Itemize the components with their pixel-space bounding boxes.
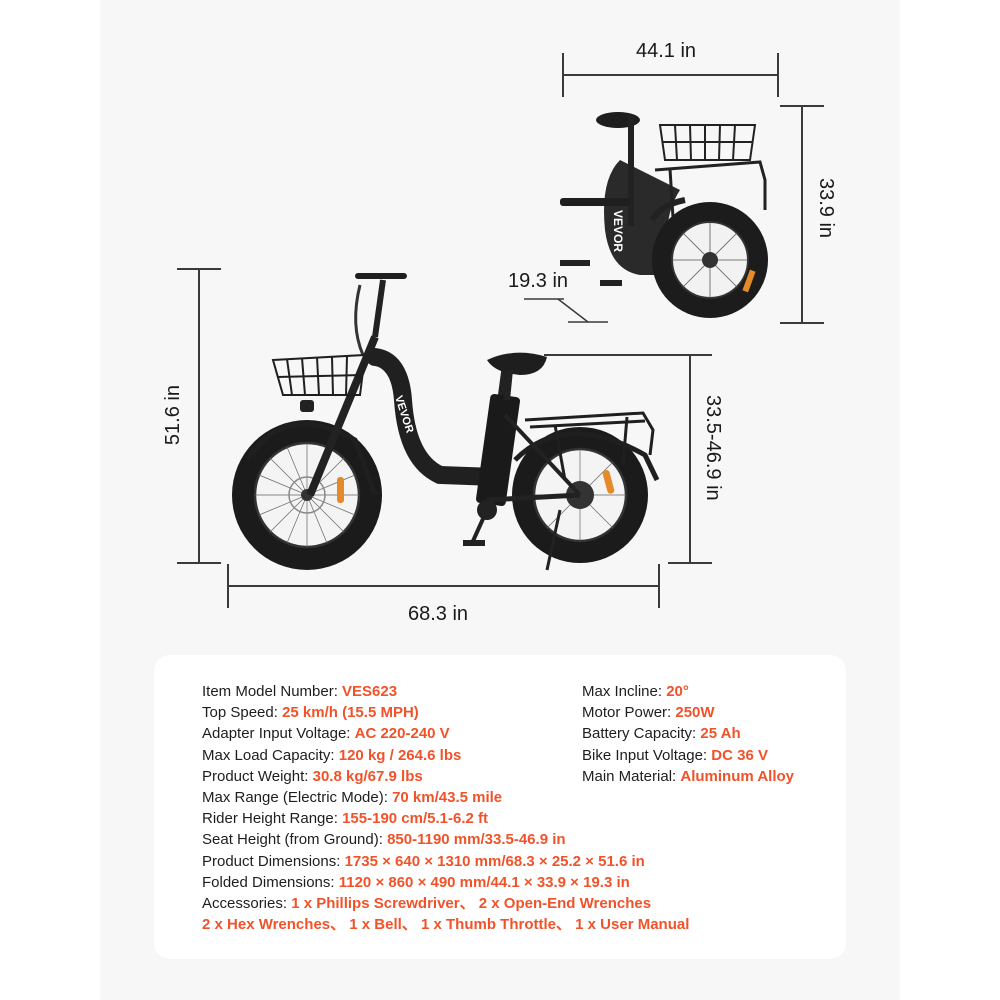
overall-length-line [227, 585, 659, 587]
spec-key: Rider Height Range: [202, 810, 343, 828]
seat-height-tick-bottom [668, 562, 712, 564]
spec-row-motor-power: Motor Power: 250W [582, 702, 842, 723]
folded-bike-image: VEVOR [560, 112, 768, 318]
spec-key: Product Dimensions: [202, 852, 345, 870]
spec-row-folded-dimensions: Folded Dimensions: 1120 × 860 × 490 mm/4… [202, 872, 722, 893]
spec-row-adapter-voltage: Adapter Input Voltage: AC 220-240 V [202, 723, 722, 744]
spec-row-seat-height: Seat Height (from Ground): 850-1190 mm/3… [202, 829, 722, 850]
spec-key: Seat Height (from Ground): [202, 831, 388, 849]
folded-width-indicator [524, 298, 608, 323]
seat-height-label: 33.5-46.9 in [702, 395, 724, 501]
seat-height-tick-top [544, 354, 712, 356]
folded-height-tick-top [780, 105, 824, 107]
spec-key: Accessories: [202, 895, 292, 913]
spec-row-max-load: Max Load Capacity: 120 kg / 264.6 lbs [202, 745, 722, 766]
spec-row-max-incline: Max Incline: 20° [582, 681, 842, 702]
overall-height-label: 51.6 in [162, 385, 184, 446]
spec-value: 70 km/43.5 mile [392, 789, 503, 807]
spec-key: Battery Capacity: [582, 725, 701, 743]
spec-value: AC 220-240 V [354, 725, 450, 743]
spec-key: Bike Input Voltage: [582, 746, 712, 764]
spec-row-max-range: Max Range (Electric Mode): 70 km/43.5 mi… [202, 787, 722, 808]
folded-height-line [801, 105, 803, 323]
ebike-side-view-image: VEVOR [232, 273, 660, 571]
spec-row-bike-voltage: Bike Input Voltage: DC 36 V [582, 745, 842, 766]
spec-row-accessories: Accessories: 1 x Phillips Screwdriver、 2… [202, 893, 722, 914]
folded-length-tick-right [777, 53, 779, 97]
overall-height-line [198, 268, 200, 563]
spec-key: Adapter Input Voltage: [202, 725, 355, 743]
folded-length-tick-left [562, 53, 564, 97]
seat-height-line [689, 354, 691, 562]
spec-key: Motor Power: [582, 704, 676, 722]
spec-row-top-speed: Top Speed: 25 km/h (15.5 MPH) [202, 702, 722, 723]
spec-value: 25 km/h (15.5 MPH) [282, 704, 419, 722]
spec-key: Max Load Capacity: [202, 746, 339, 764]
spec-value: 250W [675, 704, 715, 722]
spec-value: 1120 × 860 × 490 mm/44.1 × 33.9 × 19.3 i… [338, 873, 630, 891]
specs-left-column: Item Model Number: VES623 Top Speed: 25 … [202, 681, 722, 935]
spec-row-product-dimensions: Product Dimensions: 1735 × 640 × 1310 mm… [202, 851, 722, 872]
spec-value: 155-190 cm/5.1-6.2 ft [342, 810, 488, 828]
spec-key: Max Range (Electric Mode): [202, 789, 393, 807]
spec-value: DC 36 V [711, 746, 768, 764]
spec-row-weight: Product Weight: 30.8 kg/67.9 lbs [202, 766, 722, 787]
spec-value: VES623 [342, 683, 398, 700]
spec-value: 20° [666, 683, 689, 700]
spec-key: Max Incline: [582, 683, 667, 700]
spec-row-battery-capacity: Battery Capacity: 25 Ah [582, 723, 842, 744]
spec-value: 30.8 kg/67.9 lbs [312, 767, 423, 785]
spec-value: Aluminum Alloy [680, 767, 794, 785]
svg-text:VEVOR: VEVOR [611, 210, 625, 252]
spec-value: 120 kg / 264.6 lbs [338, 746, 462, 764]
overall-length-tick-right [658, 564, 660, 608]
spec-key: Folded Dimensions: [202, 873, 339, 891]
spec-value: 1735 × 640 × 1310 mm/68.3 × 25.2 × 51.6 … [344, 852, 645, 870]
spec-row-model: Item Model Number: VES623 [202, 681, 722, 702]
overall-height-tick-bottom [177, 562, 221, 564]
folded-length-label: 44.1 in [636, 40, 697, 62]
specifications-card: Item Model Number: VES623 Top Speed: 25 … [154, 655, 846, 959]
specs-right-column: Max Incline: 20° Motor Power: 250W Batte… [582, 681, 842, 787]
overall-length-label: 68.3 in [408, 603, 469, 625]
folded-width-label: 19.3 in [508, 270, 569, 292]
overall-length-tick-left [227, 564, 229, 608]
spec-key: Item Model Number: [202, 683, 343, 700]
overall-height-tick-top [177, 268, 221, 270]
spec-row-rider-height: Rider Height Range: 155-190 cm/5.1-6.2 f… [202, 808, 722, 829]
folded-length-line [562, 74, 779, 76]
spec-value: 1 x Phillips Screwdriver、 2 x Open-End W… [291, 895, 652, 913]
folded-height-tick-bottom [780, 322, 824, 324]
folded-height-label: 33.9 in [815, 178, 837, 239]
spec-key: Main Material: [582, 767, 681, 785]
spec-row-main-material: Main Material: Aluminum Alloy [582, 766, 842, 787]
spec-key: Top Speed: [202, 704, 283, 722]
accessories-continued: 2 x Hex Wrenches、 1 x Bell、 1 x Thumb Th… [202, 916, 690, 934]
spec-value: 850-1190 mm/33.5-46.9 in [387, 831, 566, 849]
spec-key: Product Weight: [202, 767, 313, 785]
spec-value: 25 Ah [700, 725, 741, 743]
